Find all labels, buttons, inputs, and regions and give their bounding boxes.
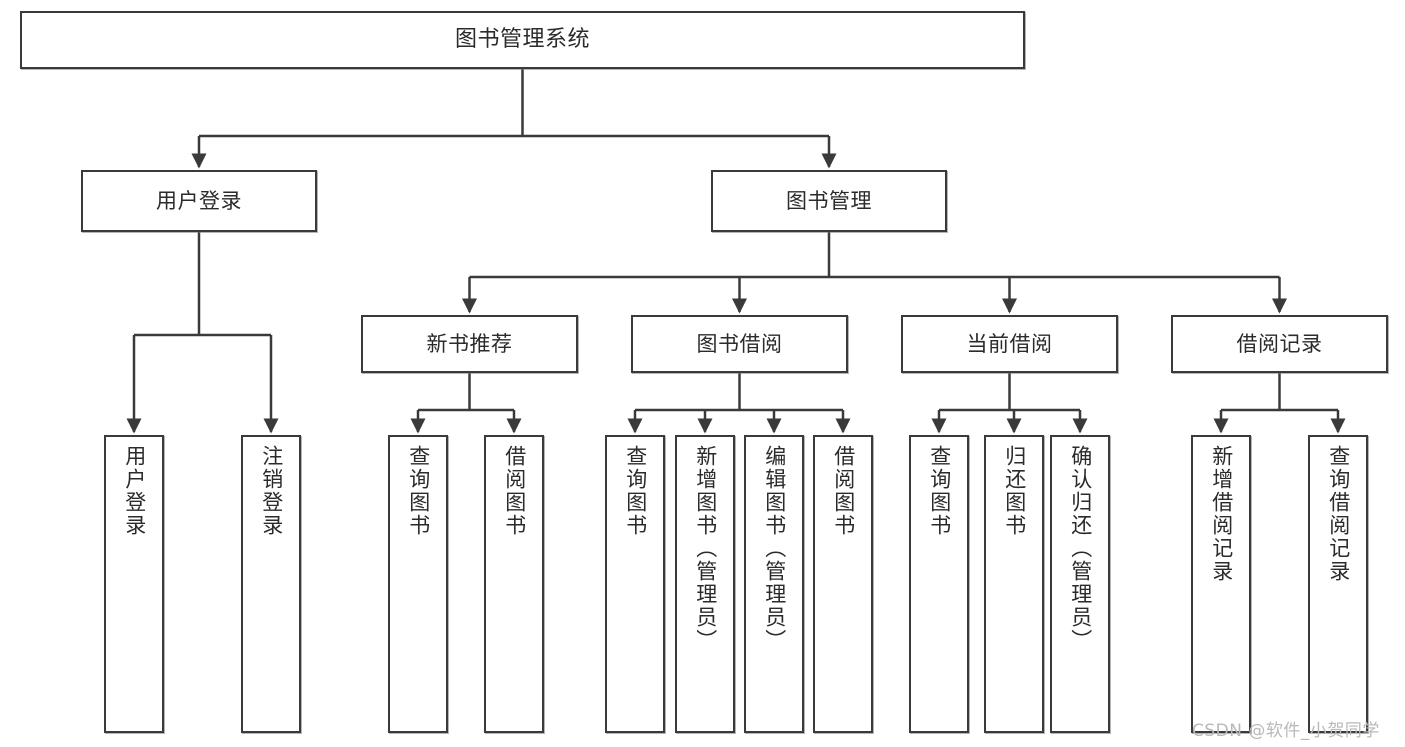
node-leaf-query-book-1-label: 查询图书 [406, 445, 431, 537]
node-current-borrow-label: 当前借阅 [966, 331, 1053, 356]
node-leaf-query-book-3-label: 查询图书 [927, 445, 952, 537]
node-root-label: 图书管理系统 [454, 27, 590, 53]
watermark: CSDN @软件_小贺同学 [1192, 721, 1380, 741]
node-leaf-add-book[interactable]: 新增图书（管理员） [675, 435, 735, 733]
node-leaf-return-book[interactable]: 归还图书 [984, 435, 1044, 733]
node-book-manage-label: 图书管理 [786, 188, 872, 213]
node-borrow-record[interactable]: 借阅记录 [1171, 315, 1388, 373]
node-leaf-query-book-3[interactable]: 查询图书 [909, 435, 969, 733]
node-leaf-query-book-2[interactable]: 查询图书 [605, 435, 665, 733]
node-leaf-confirm-return[interactable]: 确认归还（管理员） [1050, 435, 1110, 733]
node-leaf-query-book-1[interactable]: 查询图书 [388, 435, 448, 733]
node-leaf-query-book-2-label: 查询图书 [623, 445, 648, 537]
node-book-borrow-label: 图书借阅 [696, 331, 783, 356]
node-leaf-borrow-book-2-label: 借阅图书 [831, 445, 856, 537]
node-book-manage[interactable]: 图书管理 [711, 170, 947, 232]
node-leaf-borrow-book-2[interactable]: 借阅图书 [813, 435, 873, 733]
node-current-borrow[interactable]: 当前借阅 [901, 315, 1118, 373]
node-user-login[interactable]: 用户登录 [81, 170, 317, 232]
node-leaf-borrow-book-1-label: 借阅图书 [502, 445, 527, 537]
node-leaf-user-login-label: 用户登录 [122, 445, 147, 537]
node-leaf-edit-book-label: 编辑图书（管理员） [762, 445, 787, 652]
node-leaf-borrow-book-1[interactable]: 借阅图书 [484, 435, 544, 733]
node-book-borrow[interactable]: 图书借阅 [631, 315, 848, 373]
node-leaf-user-logout[interactable]: 注销登录 [241, 435, 301, 733]
node-leaf-user-login[interactable]: 用户登录 [104, 435, 164, 733]
node-leaf-add-record-label: 新增借阅记录 [1209, 445, 1234, 583]
node-new-book-rec[interactable]: 新书推荐 [361, 315, 578, 373]
node-root[interactable]: 图书管理系统 [20, 11, 1025, 69]
node-leaf-add-book-label: 新增图书（管理员） [693, 445, 718, 652]
node-leaf-query-record[interactable]: 查询借阅记录 [1308, 435, 1368, 733]
node-leaf-edit-book[interactable]: 编辑图书（管理员） [744, 435, 804, 733]
node-leaf-return-book-label: 归还图书 [1002, 445, 1027, 537]
node-leaf-confirm-return-label: 确认归还（管理员） [1068, 445, 1093, 652]
node-new-book-rec-label: 新书推荐 [426, 331, 513, 356]
node-borrow-record-label: 借阅记录 [1236, 331, 1323, 356]
node-user-login-label: 用户登录 [156, 188, 242, 213]
node-leaf-add-record[interactable]: 新增借阅记录 [1191, 435, 1251, 733]
node-leaf-query-record-label: 查询借阅记录 [1326, 445, 1351, 583]
node-leaf-user-logout-label: 注销登录 [259, 445, 284, 537]
